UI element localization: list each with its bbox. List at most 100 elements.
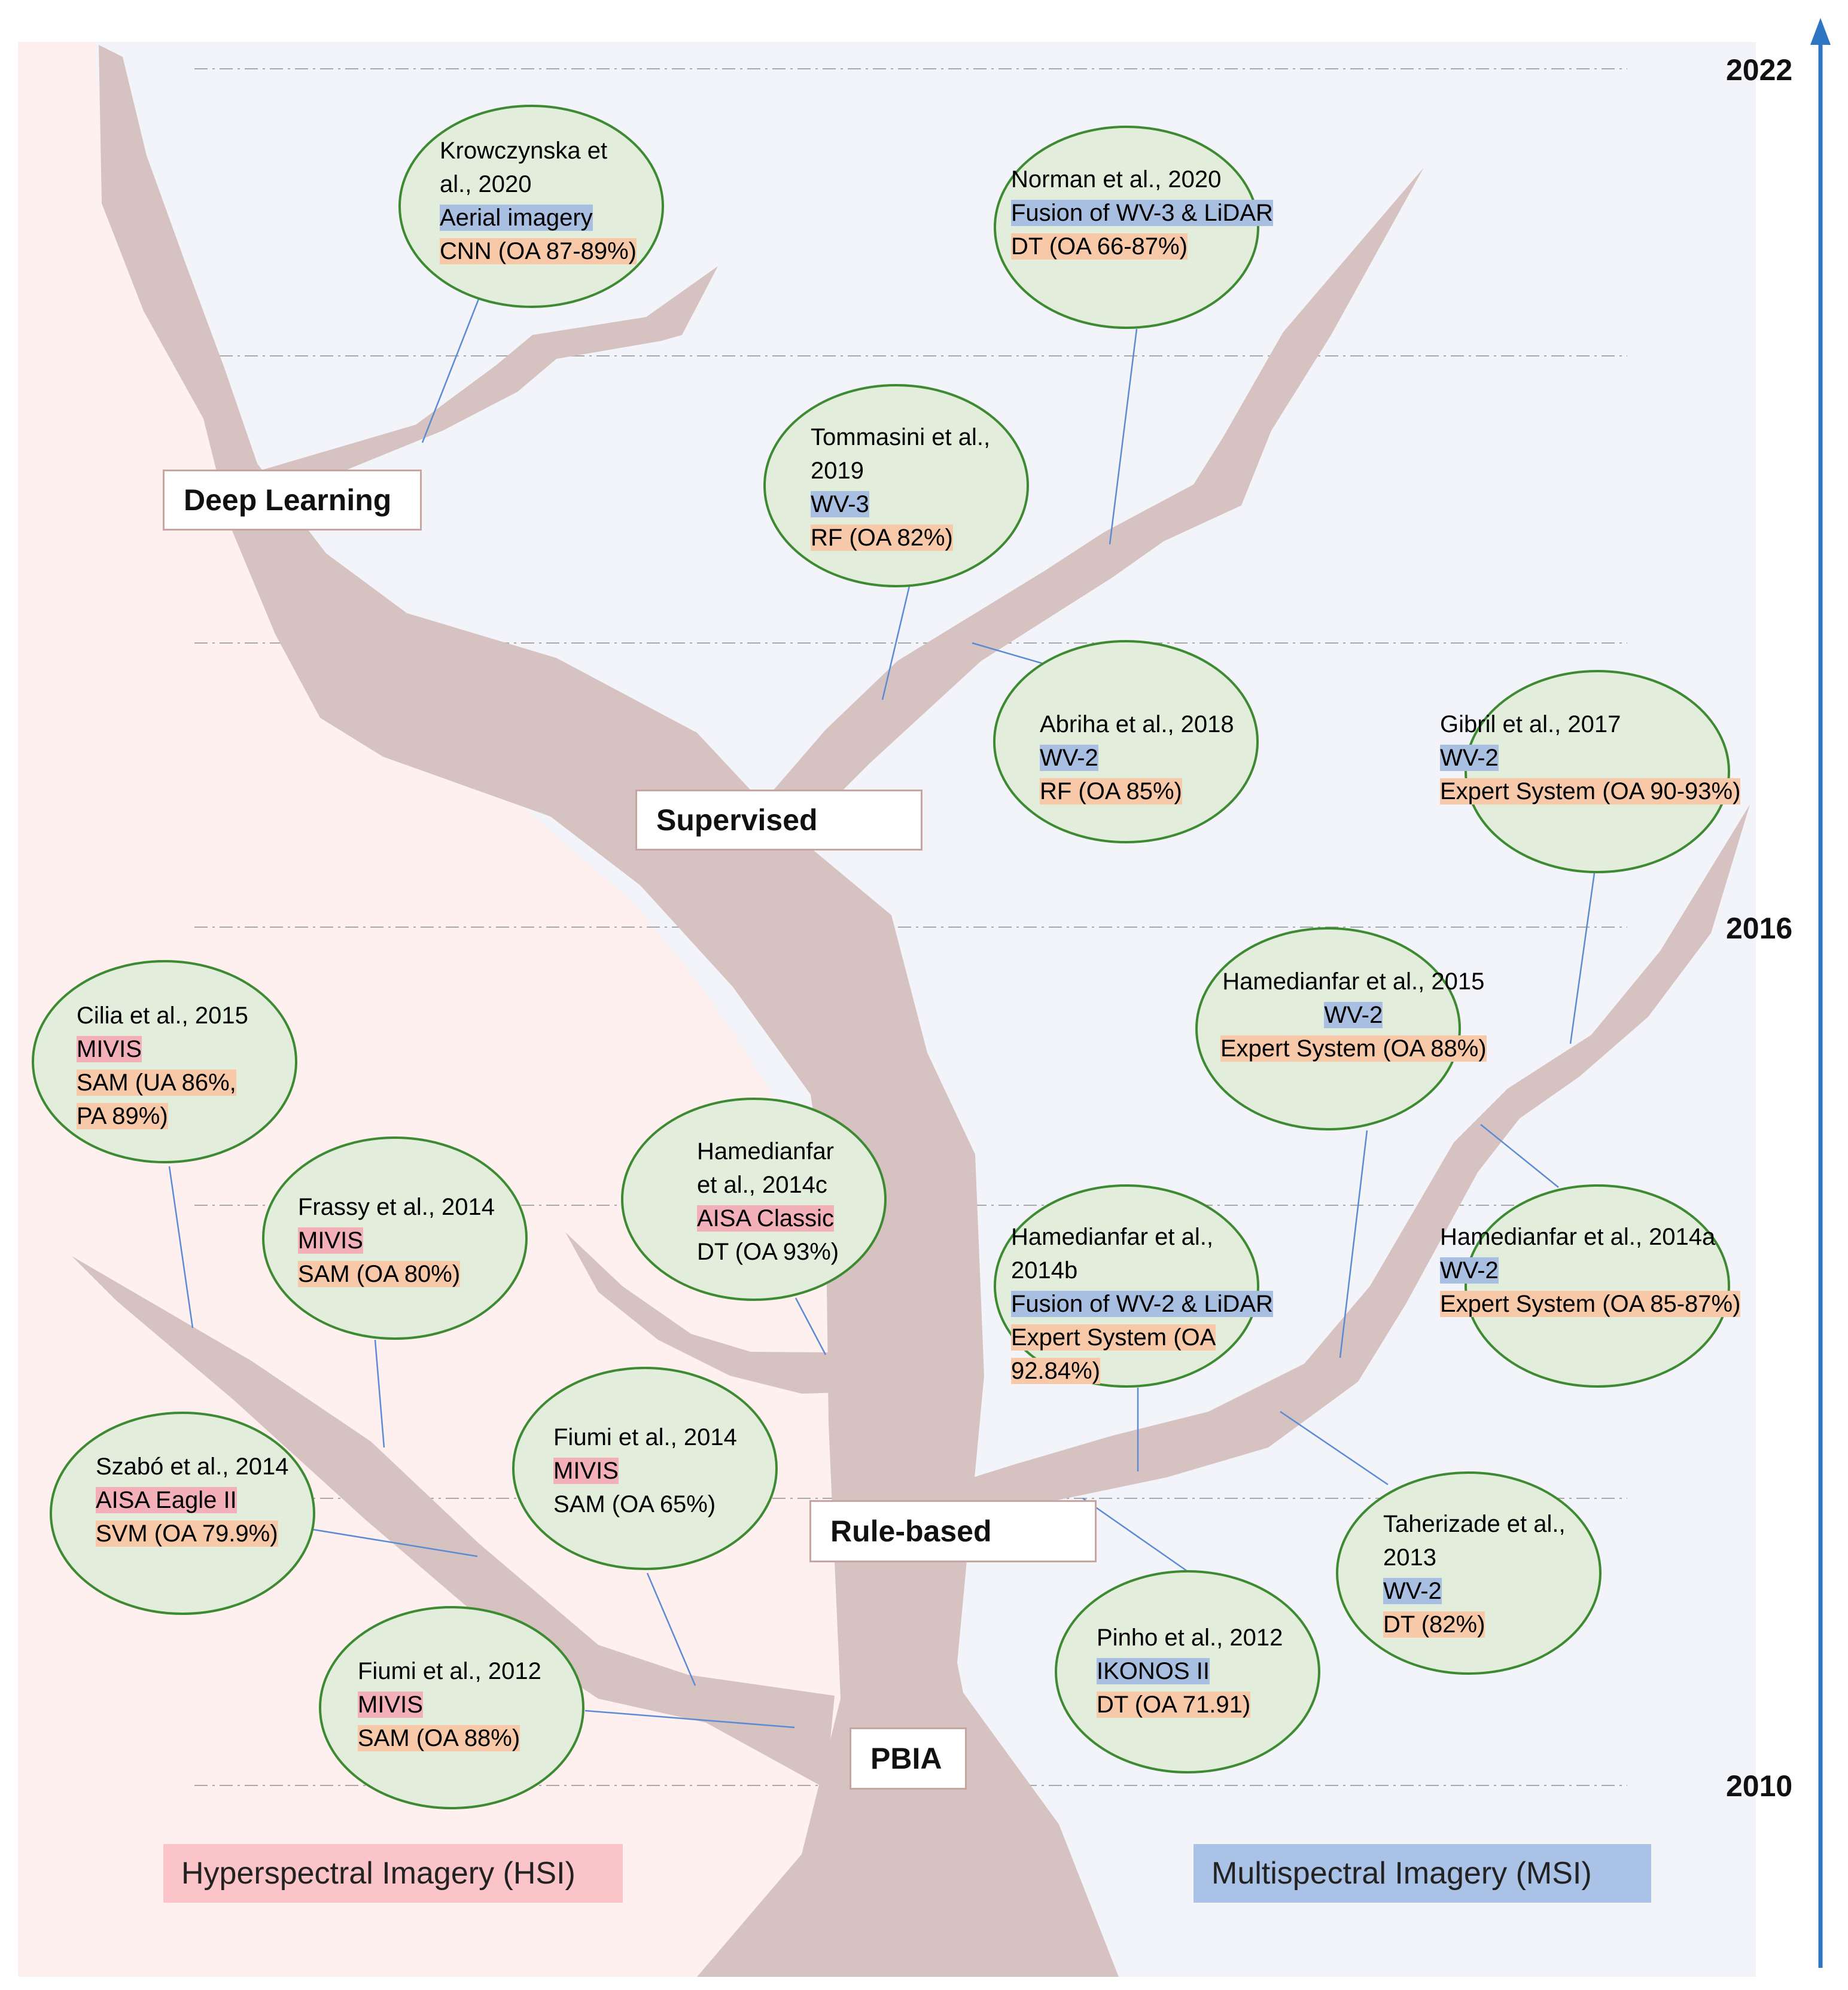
study-hamedianfar-2014c: Hamedianfar et al., 2014c AISA Classic D… [697, 1135, 839, 1269]
study-author: Hamedianfar et al., [1011, 1224, 1213, 1250]
study-author: Frassy et al., 2014 [298, 1194, 495, 1220]
study-method: SVM (OA 79.9%) [96, 1520, 278, 1547]
study-method: Expert System (OA [1011, 1324, 1216, 1351]
study-method: DT (OA 71.91) [1097, 1692, 1251, 1718]
study-sensor: Fusion of WV-2 & LiDAR [1011, 1291, 1273, 1317]
study-sensor: WV-2 [1440, 1257, 1499, 1284]
study-method: 92.84%) [1011, 1358, 1100, 1384]
study-sensor: MIVIS [77, 1036, 142, 1062]
tree-trunk [99, 45, 1119, 1977]
study-method: DT (OA 93%) [697, 1239, 839, 1265]
study-sensor: AISA Eagle II [96, 1487, 237, 1513]
study-sensor: WV-2 [1040, 745, 1098, 771]
study-author: et al., 2014c [697, 1172, 827, 1198]
study-method: SAM (OA 88%) [358, 1725, 520, 1751]
study-norman-2020: Norman et al., 2020 Fusion of WV-3 & LiD… [1011, 163, 1273, 263]
study-bubble [994, 126, 1259, 329]
study-author: 2013 [1383, 1544, 1436, 1571]
study-sensor: Aerial imagery [440, 205, 593, 231]
study-sensor: WV-2 [1383, 1578, 1442, 1604]
legend-msi: Multispectral Imagery (MSI) [1194, 1844, 1651, 1903]
study-frassy-2014: Frassy et al., 2014 MIVIS SAM (OA 80%) [298, 1190, 495, 1291]
study-sensor: MIVIS [553, 1458, 619, 1484]
study-sensor: WV-2 [1324, 1002, 1383, 1028]
branch-supervised [712, 167, 1424, 867]
study-method: SAM (OA 65%) [553, 1491, 716, 1517]
study-fiumi-2014: Fiumi et al., 2014 MIVIS SAM (OA 65%) [553, 1421, 737, 1521]
study-method: Expert System (OA 90-93%) [1440, 778, 1741, 804]
study-method: SAM (UA 86%, [77, 1069, 236, 1096]
study-bubble [1465, 1184, 1730, 1388]
branch-deep-learning [263, 266, 718, 496]
study-cilia-2015: Cilia et al., 2015 MIVIS SAM (UA 86%, PA… [77, 999, 248, 1133]
study-author: Tommasini et al., [811, 424, 991, 450]
timeline-arrow [1810, 18, 1831, 1968]
study-author: Fiumi et al., 2014 [553, 1424, 737, 1450]
study-author: Abriha et al., 2018 [1040, 711, 1234, 738]
study-method: DT (82%) [1383, 1611, 1485, 1638]
study-method: SAM (OA 80%) [298, 1261, 461, 1287]
study-author: Szabó et al., 2014 [96, 1453, 289, 1480]
study-bubble [319, 1606, 584, 1809]
study-method: PA 89%) [77, 1103, 168, 1129]
study-szabo-2014: Szabó et al., 2014 AISA Eagle II SVM (OA… [96, 1450, 288, 1550]
study-author: Norman et al., 2020 [1011, 166, 1222, 193]
study-method: Expert System (OA 85-87%) [1440, 1291, 1741, 1317]
study-bubble [50, 1412, 315, 1615]
study-author: 2019 [811, 458, 864, 484]
study-pinho-2012: Pinho et al., 2012 IKONOS II DT (OA 71.9… [1097, 1621, 1283, 1721]
study-method: Expert System (OA 88%) [1220, 1035, 1487, 1062]
legend-hsi: Hyperspectral Imagery (HSI) [163, 1844, 623, 1903]
branch-2014c [565, 1232, 900, 1394]
study-bubble [621, 1098, 887, 1301]
study-author: Taherizade et al., [1383, 1511, 1566, 1537]
year-label-2016: 2016 [1726, 912, 1793, 945]
year-label-2022: 2022 [1726, 53, 1793, 87]
study-gibril-2017: Gibril et al., 2017 WV-2 Expert System (… [1440, 708, 1741, 808]
branch-rule-based [897, 804, 1750, 1543]
study-bubble [262, 1136, 528, 1340]
study-bubble [1195, 927, 1461, 1130]
category-pbia: PBIA [850, 1727, 967, 1790]
study-author: Fiumi et al., 2012 [358, 1658, 541, 1684]
category-supervised: Supervised [635, 790, 923, 851]
study-author: al., 2020 [440, 171, 532, 197]
study-author: Cilia et al., 2015 [77, 1002, 248, 1029]
year-label-2010: 2010 [1726, 1769, 1793, 1803]
study-author: Krowczynska et [440, 138, 608, 164]
study-hamedianfar-2015: Hamedianfar et al., 2015 WV-2 Expert Sys… [1220, 965, 1487, 1065]
study-taherizade-2013: Taherizade et al., 2013 WV-2 DT (82%) [1383, 1507, 1566, 1641]
category-deep-learning: Deep Learning [163, 470, 422, 531]
study-sensor: MIVIS [298, 1227, 363, 1254]
study-method: DT (OA 66-87%) [1011, 233, 1188, 260]
study-sensor: IKONOS II [1097, 1658, 1210, 1684]
study-author: Gibril et al., 2017 [1440, 711, 1621, 738]
study-abriha-2018: Abriha et al., 2018 WV-2 RF (OA 85%) [1040, 708, 1234, 808]
study-sensor: AISA Classic [697, 1205, 834, 1232]
study-sensor: Fusion of WV-3 & LiDAR [1011, 200, 1273, 226]
study-author: Hamedianfar [697, 1138, 835, 1165]
study-sensor: WV-2 [1440, 745, 1499, 771]
study-author: Hamedianfar et al., 2015 [1222, 968, 1485, 995]
study-sensor: MIVIS [358, 1692, 423, 1718]
study-author: Hamedianfar et al., 2014a [1440, 1224, 1716, 1250]
study-fiumi-2012: Fiumi et al., 2012 MIVIS SAM (OA 88%) [358, 1654, 541, 1755]
category-rule-based: Rule-based [809, 1500, 1097, 1562]
study-author: 2014b [1011, 1257, 1078, 1284]
tree [72, 45, 1750, 1977]
study-method: CNN (OA 87-89%) [440, 238, 637, 264]
study-method: RF (OA 82%) [811, 525, 953, 551]
study-sensor: WV-3 [811, 491, 869, 517]
study-hamedianfar-2014a: Hamedianfar et al., 2014a WV-2 Expert Sy… [1440, 1220, 1741, 1321]
branch-hsi-low [72, 1256, 835, 1788]
study-krowczynska-2020: Krowczynska et al., 2020 Aerial imagery … [440, 134, 637, 268]
study-bubble [1465, 670, 1730, 873]
study-author: Pinho et al., 2012 [1097, 1625, 1283, 1651]
study-tommasini-2019: Tommasini et al., 2019 WV-3 RF (OA 82%) [811, 420, 990, 554]
study-method: RF (OA 85%) [1040, 778, 1182, 804]
study-hamedianfar-2014b: Hamedianfar et al., 2014b Fusion of WV-2… [1011, 1220, 1273, 1388]
study-bubble [512, 1367, 778, 1570]
connectors [168, 298, 1596, 1729]
